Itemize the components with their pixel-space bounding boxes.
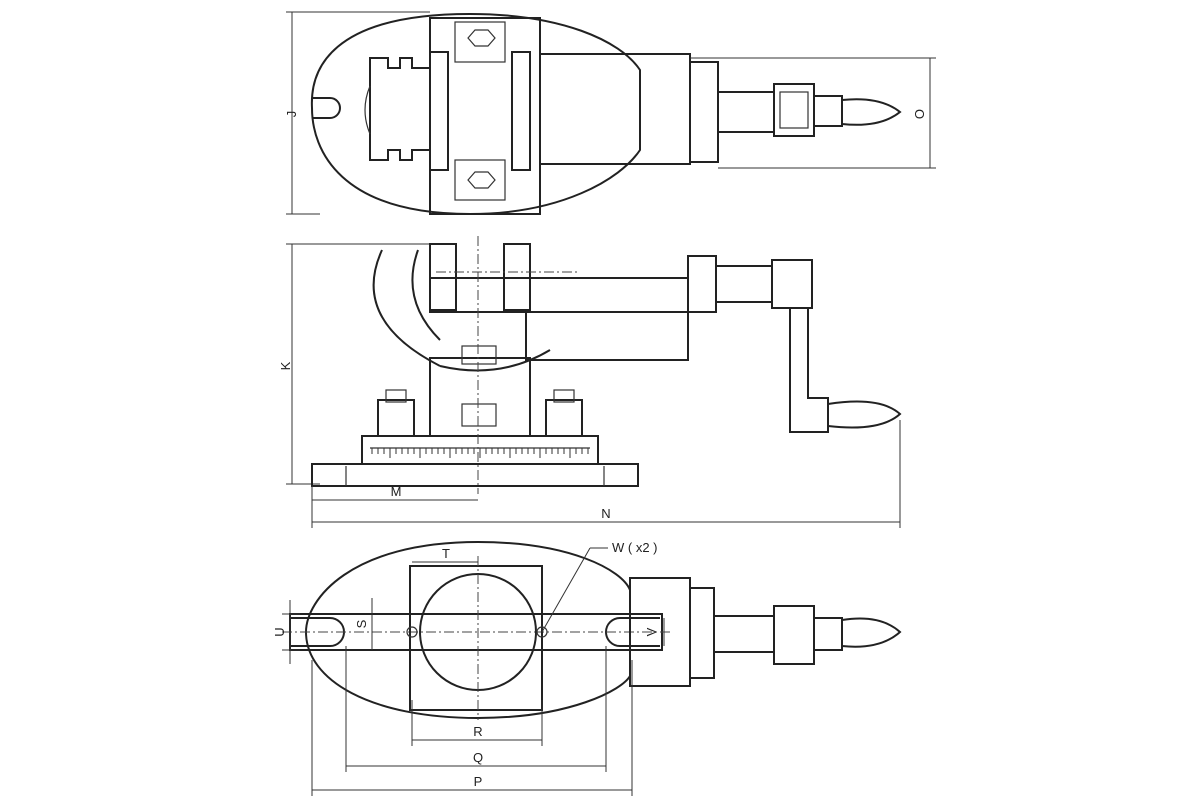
label-W: W ( x2 ) [612, 540, 658, 555]
label-V: V [644, 627, 659, 636]
label-P: P [474, 774, 483, 789]
graduated-scale [371, 448, 589, 458]
label-M: M [391, 484, 402, 499]
base-plan-view [282, 540, 902, 796]
label-J: J [284, 111, 299, 118]
label-O: O [912, 109, 927, 119]
dimension-labels: J O K M N T W ( x2 ) U S V R Q P [272, 109, 927, 789]
label-R: R [473, 724, 482, 739]
top-view [286, 11, 936, 216]
label-T: T [442, 546, 450, 561]
label-N: N [601, 506, 610, 521]
label-S: S [354, 619, 369, 628]
side-view [286, 236, 902, 528]
label-U: U [272, 627, 287, 636]
label-K: K [278, 361, 293, 370]
label-Q: Q [473, 750, 483, 765]
